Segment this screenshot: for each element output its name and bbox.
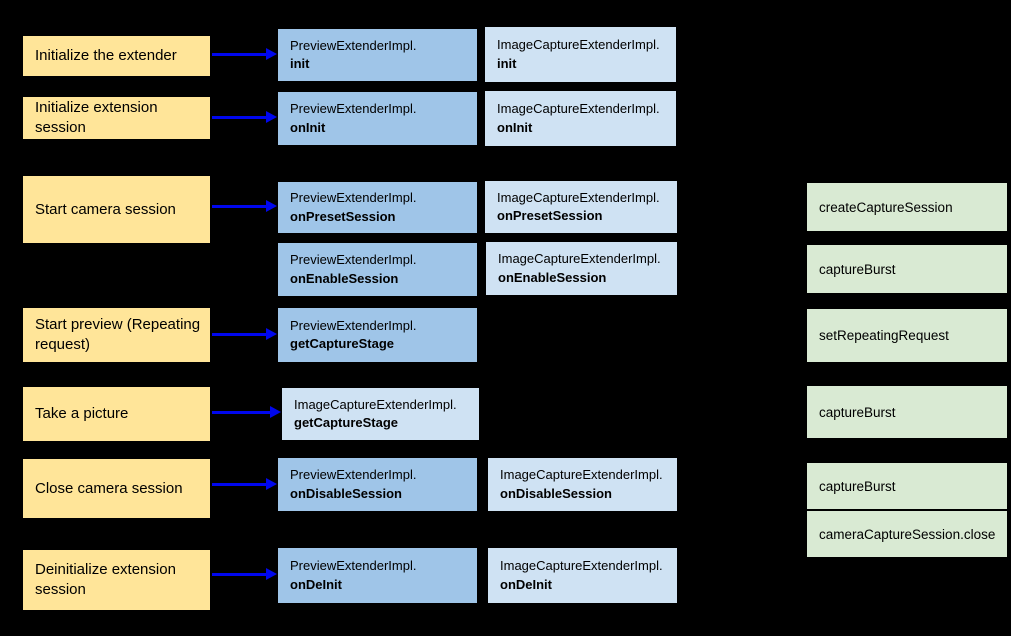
method-name: getCaptureStage [294, 415, 399, 430]
method-name: onInit [497, 119, 533, 135]
method-name: onEnableSession [498, 269, 607, 285]
flow-arrow-icon [212, 200, 277, 212]
image-capture-extender-oninit-box: ImageCaptureExtenderImpl. onInit [485, 91, 676, 146]
class-name: ImageCaptureExtenderImpl. [500, 467, 663, 483]
camera2-captureburst-box: captureBurst [807, 386, 1007, 438]
step-label: Deinitialize extension session [35, 561, 176, 598]
image-capture-extender-getcapturestage-box: ImageCaptureExtenderImpl. getCaptureStag… [282, 388, 479, 440]
step-label: Start camera session [35, 200, 176, 218]
method-name: onDisableSession [290, 485, 402, 501]
preview-extender-onenablesession-box: PreviewExtenderImpl. onEnableSession [278, 243, 477, 296]
flow-arrow-icon [212, 406, 281, 418]
class-name: PreviewExtenderImpl. [290, 467, 417, 483]
flow-arrow-icon [212, 48, 277, 60]
class-name: ImageCaptureExtenderImpl. [497, 189, 660, 205]
image-capture-extender-onpresetsession-box: ImageCaptureExtenderImpl. onPresetSessio… [485, 181, 677, 233]
method-name: onPresetSession [290, 208, 396, 224]
step-deinitialize-extension-session: Deinitialize extension session [23, 550, 210, 610]
method-name: onDeInit [290, 576, 342, 592]
image-capture-extender-ondisablesession-box: ImageCaptureExtenderImpl. onDisableSessi… [488, 458, 677, 511]
camera2-cameracapturesession-close-box: cameraCaptureSession.close [807, 511, 1007, 557]
api-call-label: createCaptureSession [819, 199, 953, 215]
method-name: onDisableSession [500, 485, 612, 501]
step-close-camera-session: Close camera session [23, 459, 210, 518]
api-call-label: captureBurst [819, 478, 896, 494]
step-label: Start preview (Repeating request) [35, 316, 201, 353]
api-call-label: cameraCaptureSession.close [819, 526, 996, 542]
preview-extender-oninit-box: PreviewExtenderImpl. onInit [278, 92, 477, 145]
camera2-createcapturesession-box: createCaptureSession [807, 183, 1007, 231]
step-initialize-extension-session: Initialize extension session [23, 97, 210, 139]
preview-extender-ondisablesession-box: PreviewExtenderImpl. onDisableSession [278, 458, 477, 511]
flow-arrow-icon [212, 111, 277, 123]
step-initialize-the-extender: Initialize the extender [23, 36, 210, 76]
step-label: Initialize extension session [35, 99, 158, 136]
class-name: ImageCaptureExtenderImpl. [498, 251, 661, 267]
class-name: PreviewExtenderImpl. [290, 190, 417, 206]
preview-extender-init-box: PreviewExtenderImpl. init [278, 29, 477, 81]
method-name: onDeInit [500, 576, 552, 592]
camera2-captureburst-box: captureBurst [807, 463, 1007, 509]
class-name: ImageCaptureExtenderImpl. [497, 101, 660, 117]
image-capture-extender-ondeinit-box: ImageCaptureExtenderImpl. onDeInit [488, 548, 677, 603]
method-name: onEnableSession [290, 270, 399, 286]
method-name: init [290, 56, 310, 71]
image-capture-extender-onenablesession-box: ImageCaptureExtenderImpl. onEnableSessio… [486, 242, 677, 295]
camera2-setrepeatingrequest-box: setRepeatingRequest [807, 309, 1007, 362]
class-name: ImageCaptureExtenderImpl. [497, 37, 660, 53]
class-name: PreviewExtenderImpl. [290, 558, 417, 574]
step-label: Close camera session [35, 479, 183, 497]
method-name: init [497, 55, 517, 71]
class-name: PreviewExtenderImpl. [290, 37, 417, 53]
step-start-camera-session: Start camera session [23, 176, 210, 243]
class-name: ImageCaptureExtenderImpl. [294, 396, 457, 412]
class-name: PreviewExtenderImpl. [290, 317, 417, 333]
method-name: onInit [290, 119, 326, 135]
class-name: ImageCaptureExtenderImpl. [500, 558, 663, 574]
api-call-label: setRepeatingRequest [819, 328, 949, 343]
step-label: Take a picture [35, 405, 129, 423]
preview-extender-ondeinit-box: PreviewExtenderImpl. onDeInit [278, 548, 477, 603]
step-start-preview: Start preview (Repeating request) [23, 308, 210, 362]
flow-arrow-icon [212, 568, 277, 580]
class-name: PreviewExtenderImpl. [290, 101, 417, 117]
preview-extender-onpresetsession-box: PreviewExtenderImpl. onPresetSession [278, 182, 477, 233]
image-capture-extender-init-box: ImageCaptureExtenderImpl. init [485, 27, 676, 82]
camera2-captureburst-box: captureBurst [807, 245, 1007, 293]
step-take-a-picture: Take a picture [23, 387, 210, 441]
method-name: onPresetSession [497, 208, 603, 223]
flow-arrow-icon [212, 478, 277, 490]
api-call-label: captureBurst [819, 261, 896, 277]
class-name: PreviewExtenderImpl. [290, 252, 417, 268]
preview-extender-getcapturestage-box: PreviewExtenderImpl. getCaptureStage [278, 308, 477, 362]
method-name: getCaptureStage [290, 336, 395, 351]
flow-arrow-icon [212, 328, 277, 340]
api-call-label: captureBurst [819, 404, 896, 420]
step-label: Initialize the extender [35, 47, 177, 65]
